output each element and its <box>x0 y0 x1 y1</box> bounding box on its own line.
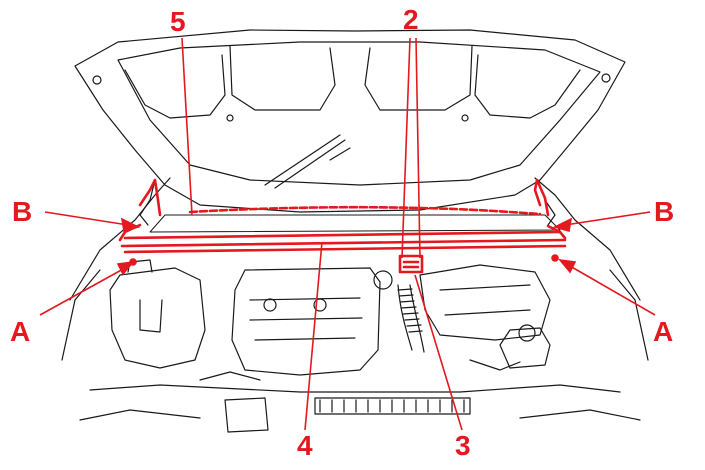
seal-clip <box>398 254 424 274</box>
engine-cover-bolt-2 <box>313 298 327 312</box>
callout-4: 4 <box>297 430 313 461</box>
misc-pipes <box>199 359 521 381</box>
bonnet-hinge-left <box>92 75 102 85</box>
scuttle-panel <box>149 214 561 233</box>
bonnet-pocket-far-right <box>474 54 581 119</box>
bonnet-outline <box>74 29 626 213</box>
headlamp-right <box>519 409 641 421</box>
fender-right <box>534 177 641 301</box>
headlamp-left <box>79 409 201 421</box>
lower-crossmember <box>89 384 621 393</box>
arrowhead-a-right <box>558 258 577 274</box>
arrowhead-a-left <box>116 260 135 276</box>
windscreen-glare <box>264 134 351 189</box>
callout-2: 2 <box>403 4 419 35</box>
fender-left <box>69 177 171 301</box>
oil-filler-cap <box>373 270 393 290</box>
bonnet-bolt-right <box>461 114 469 122</box>
hose-ribs <box>397 288 423 333</box>
arrowhead-b-right <box>552 217 573 233</box>
leader-a-right <box>569 265 656 316</box>
brake-reservoir-cap <box>518 324 536 342</box>
engine-cover-bolt-1 <box>263 298 277 312</box>
callout-b-left: B <box>12 196 33 227</box>
bonnet-pocket-left <box>229 45 336 111</box>
battery <box>224 397 269 433</box>
air-box-detail <box>439 284 531 316</box>
fender-left-lower <box>61 269 101 361</box>
arrowhead-b-left <box>120 217 141 233</box>
callout-a-right: A <box>653 316 674 347</box>
brake-reservoir <box>499 327 551 369</box>
seal-right-end <box>533 178 550 217</box>
bonnet-pocket-right <box>364 45 473 111</box>
bonnet-bolt-left <box>226 114 234 122</box>
callout-5: 5 <box>170 6 186 37</box>
coolant-tank <box>109 267 206 369</box>
engine-block <box>231 267 381 376</box>
cowl-flaps-left <box>139 179 156 226</box>
scuttle-seal-upper <box>123 230 562 240</box>
seal-right-corner <box>546 224 567 240</box>
leader-2-right <box>415 37 421 259</box>
leader-5 <box>181 37 193 216</box>
scuttle-seal-lower <box>120 238 567 248</box>
fixing-point-right <box>551 254 559 262</box>
radiator-frame <box>314 397 471 415</box>
bonnet-hinge-right <box>601 73 611 83</box>
bonnet-inner-frame <box>117 41 601 186</box>
leader-3 <box>414 274 463 431</box>
fender-right-lower <box>609 269 649 361</box>
engine-cover-detail <box>249 297 363 341</box>
clip-detail <box>402 260 420 269</box>
coolant-tank-neck <box>139 299 163 333</box>
leader-b-left <box>44 211 129 226</box>
leader-b-right <box>564 211 651 226</box>
windscreen-seal <box>188 205 542 216</box>
leader-2-left <box>401 37 411 259</box>
callout-b-right: B <box>654 196 675 227</box>
leader-a-left <box>39 267 126 316</box>
callout-a-left: A <box>10 316 31 347</box>
scuttle-seal-outer <box>123 244 567 254</box>
callout-3: 3 <box>455 430 471 461</box>
radiator-fins <box>319 399 465 413</box>
air-box <box>419 264 551 341</box>
bonnet-pocket-far-left <box>124 54 226 119</box>
leader-4 <box>304 241 323 431</box>
seal-left-end <box>138 178 162 217</box>
